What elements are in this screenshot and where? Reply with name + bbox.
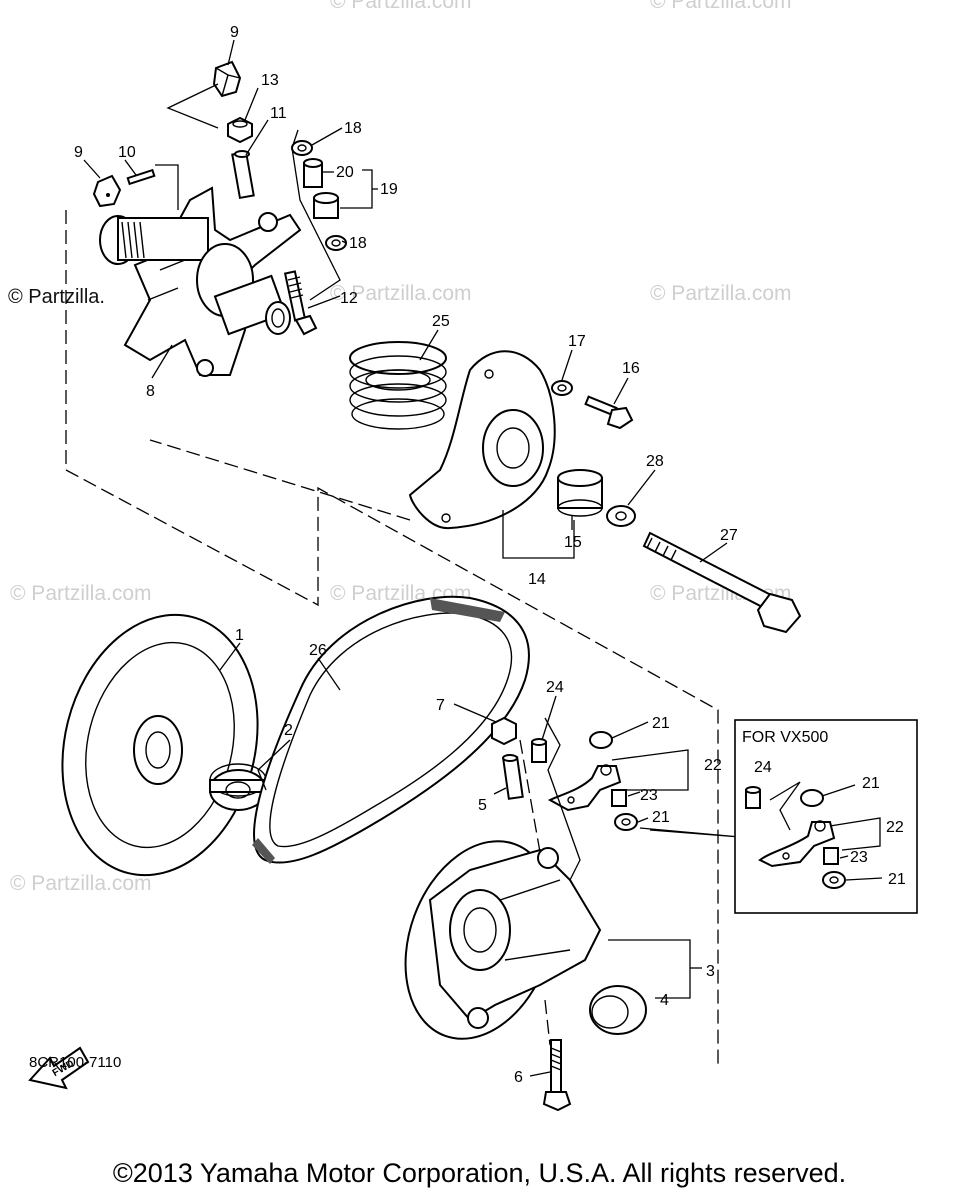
part-18-washer-bottom [325, 235, 347, 251]
leader-lines [83, 39, 741, 1077]
inset-callout-24: 24 [754, 759, 772, 776]
watermark: © Partzilla.com [650, 282, 792, 305]
watermark: © Partzilla.com [650, 0, 792, 13]
callout-9: 9 [230, 24, 239, 41]
callout-2: 2 [284, 722, 293, 739]
callout-20: 20 [336, 164, 354, 181]
inset-part-21-roller-bottom [822, 871, 846, 889]
callout-4: 4 [660, 992, 669, 1009]
callout-23: 23 [640, 787, 658, 804]
callout-18: 18 [349, 235, 367, 252]
part-3-housing [404, 840, 602, 1040]
inset-part-23-bushing [823, 847, 839, 865]
callout-9: 9 [74, 144, 83, 161]
watermark: © Partzilla.com [330, 282, 472, 305]
inset-part-22-arm [758, 820, 836, 868]
assembly-dash-lines [65, 210, 719, 1065]
part-15-bushing [557, 469, 603, 517]
part-23-bushing [611, 789, 627, 807]
callout-19: 19 [380, 181, 398, 198]
fwd-arrow-icon: FWD [28, 1046, 90, 1090]
callout-17: 17 [568, 333, 586, 350]
part-21-roller-bottom [614, 813, 638, 831]
part-22-arm [547, 764, 622, 812]
watermarks: © Partzilla.com © Partzilla.com © Partzi… [8, 0, 792, 895]
callout-28: 28 [646, 453, 664, 470]
part-20-bushing [303, 158, 323, 188]
part-21-roller-top [589, 731, 613, 749]
inset-part-21-roller-top [800, 789, 824, 807]
callout-22: 22 [704, 757, 722, 774]
part-10-pin [126, 168, 156, 186]
inset-title: FOR VX500 [742, 729, 828, 746]
inset-callout-21: 21 [862, 775, 880, 792]
callout-25: 25 [432, 313, 450, 330]
watermark: © Partzilla.com [10, 872, 152, 895]
callout-13: 13 [261, 72, 279, 89]
inset-vx500: FOR VX500 24 21 22 23 21 [734, 719, 918, 914]
callout-3: 3 [706, 963, 715, 980]
part-9-top [212, 60, 242, 98]
watermark: © Partzilla.com [10, 582, 152, 605]
inset-callout-22: 22 [886, 819, 904, 836]
inset-callout-21: 21 [888, 871, 906, 888]
inset-part-24-pin [745, 786, 761, 809]
callout-18: 18 [344, 120, 362, 137]
corner-watermark: © Partzilla. [8, 286, 105, 308]
part-16-bolt [584, 395, 634, 430]
inset-callout-23: 23 [850, 849, 868, 866]
diagram-code: 8CR100-7110 [29, 1054, 122, 1071]
callout-15: 15 [564, 534, 582, 551]
callout-5: 5 [478, 797, 487, 814]
callout-1: 1 [235, 627, 244, 644]
part-7-nut [491, 716, 517, 746]
part-1-sheave [61, 613, 259, 877]
callout-14: 14 [528, 571, 546, 588]
callout-7: 7 [436, 697, 445, 714]
part-9-left [92, 174, 122, 208]
callout-24: 24 [546, 679, 564, 696]
part-11-pin [231, 150, 255, 200]
primary-spider-assembly [99, 186, 302, 377]
part-17-washer [551, 380, 573, 396]
callout-16: 16 [622, 360, 640, 377]
part-19-roller [313, 192, 339, 219]
callout-26: 26 [309, 642, 327, 659]
callout-6: 6 [514, 1069, 523, 1086]
callout-10: 10 [118, 144, 136, 161]
callout-27: 27 [720, 527, 738, 544]
part-14-cover [408, 350, 556, 530]
part-26-belt [252, 595, 530, 864]
watermark: © Partzilla.com [330, 0, 472, 13]
part-4-bushing [589, 985, 647, 1035]
callout-8: 8 [146, 383, 155, 400]
part-5-pin [502, 754, 524, 800]
copyright-notice: ©2013 Yamaha Motor Corporation, U.S.A. A… [112, 1158, 847, 1188]
callouts: 9 9 10 13 11 18 20 19 18 12 8 25 17 16 2… [74, 24, 738, 1086]
part-18-washer-top [291, 140, 313, 156]
callout-21: 21 [652, 715, 670, 732]
part-13-nut [227, 116, 253, 144]
part-25-spring [349, 341, 447, 430]
part-12-bolt [283, 270, 318, 336]
part-27-bolt [642, 531, 802, 634]
callout-11: 11 [270, 105, 287, 122]
part-28-washer [606, 505, 636, 527]
part-6-bolt [542, 1039, 572, 1112]
part-24-pin [531, 738, 547, 763]
callout-21: 21 [652, 809, 670, 826]
callout-12: 12 [340, 290, 358, 307]
